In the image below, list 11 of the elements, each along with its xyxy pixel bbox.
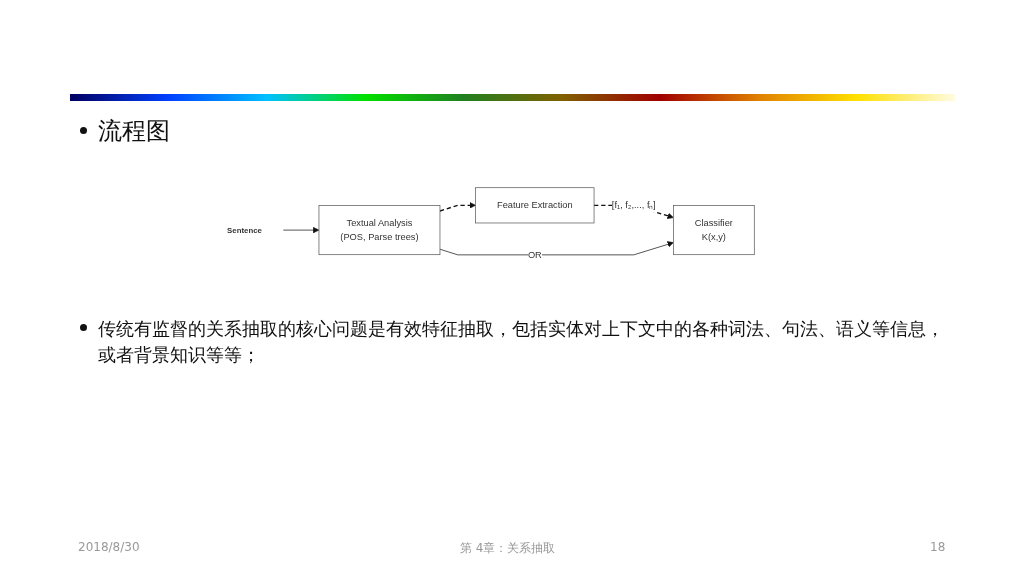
node-box: Classifier K(x,y) bbox=[673, 205, 755, 256]
page-number: 18 bbox=[930, 540, 946, 554]
edge-label: [f₁, f₂,..., fₙ] bbox=[611, 200, 656, 211]
arrow bbox=[439, 202, 476, 212]
footer-date: 2018/8/30 bbox=[78, 540, 140, 554]
bullet-text: 传统有监督的关系抽取的核心问题是有效特征抽取，包括实体对上下文中的各种词法、句法、语义等信息，或者背景知识等等； bbox=[98, 317, 945, 367]
node-box: Textual Analysis (POS, Parse trees) bbox=[318, 205, 441, 256]
slide-title: 流程图 bbox=[98, 116, 170, 147]
node-box: Feature Extraction bbox=[475, 187, 595, 224]
edge-label: OR bbox=[527, 249, 542, 261]
footer-chapter: 第 4章：关系抽取 bbox=[460, 540, 556, 557]
